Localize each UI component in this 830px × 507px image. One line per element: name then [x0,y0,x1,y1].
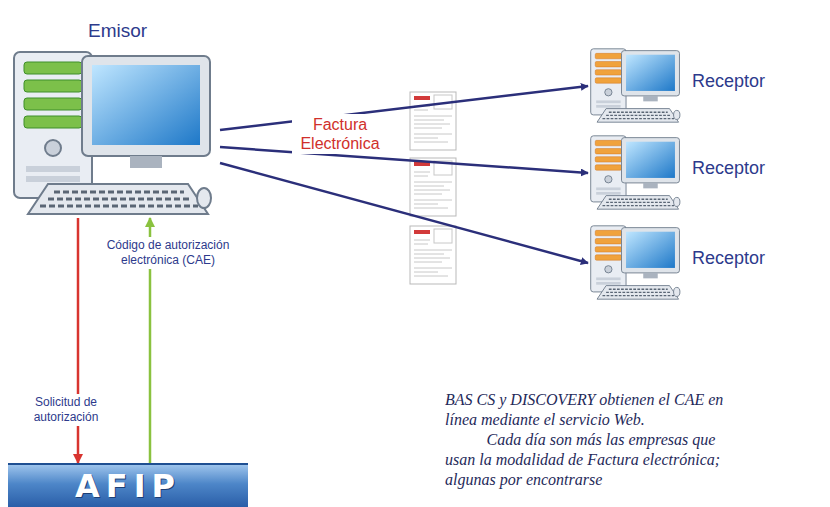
invoice-document [410,92,456,150]
receiver-computer: Receptor [588,222,823,304]
node-label: Receptor [692,158,765,179]
node-label: Receptor [692,248,765,269]
body-paragraph: Cada día son más las empresas que usan l… [445,430,740,490]
node-title: Emisor [88,20,147,42]
computer-icon [588,224,684,305]
connector-arrow [77,218,80,463]
receiver-computer: Receptor [588,132,823,214]
text-column: BAS CS y DISCOVERY obtienen el CAE en lí… [445,390,740,490]
body-paragraph: BAS CS y DISCOVERY obtienen el CAE en lí… [445,390,740,430]
node-label: Receptor [692,71,765,92]
computer-icon [8,48,220,222]
computer-icon [588,134,684,215]
afip-box: AFIP [8,463,248,507]
connector-arrow [220,163,588,263]
edge-label: Código de autorización electrónica (CAE) [94,237,242,269]
invoice-document [410,226,456,284]
emitter-computer: Emisor [8,8,220,218]
connector-arrow [220,147,588,173]
connector-arrow [220,86,588,130]
edge-label: Solicitud de autorización [17,394,115,426]
edge-label: Factura Electrónica [292,114,388,154]
receiver-computer: Receptor [588,45,823,127]
invoice-document [410,158,456,216]
agency-logo-text: AFIP [75,467,181,505]
computer-icon [588,47,684,128]
